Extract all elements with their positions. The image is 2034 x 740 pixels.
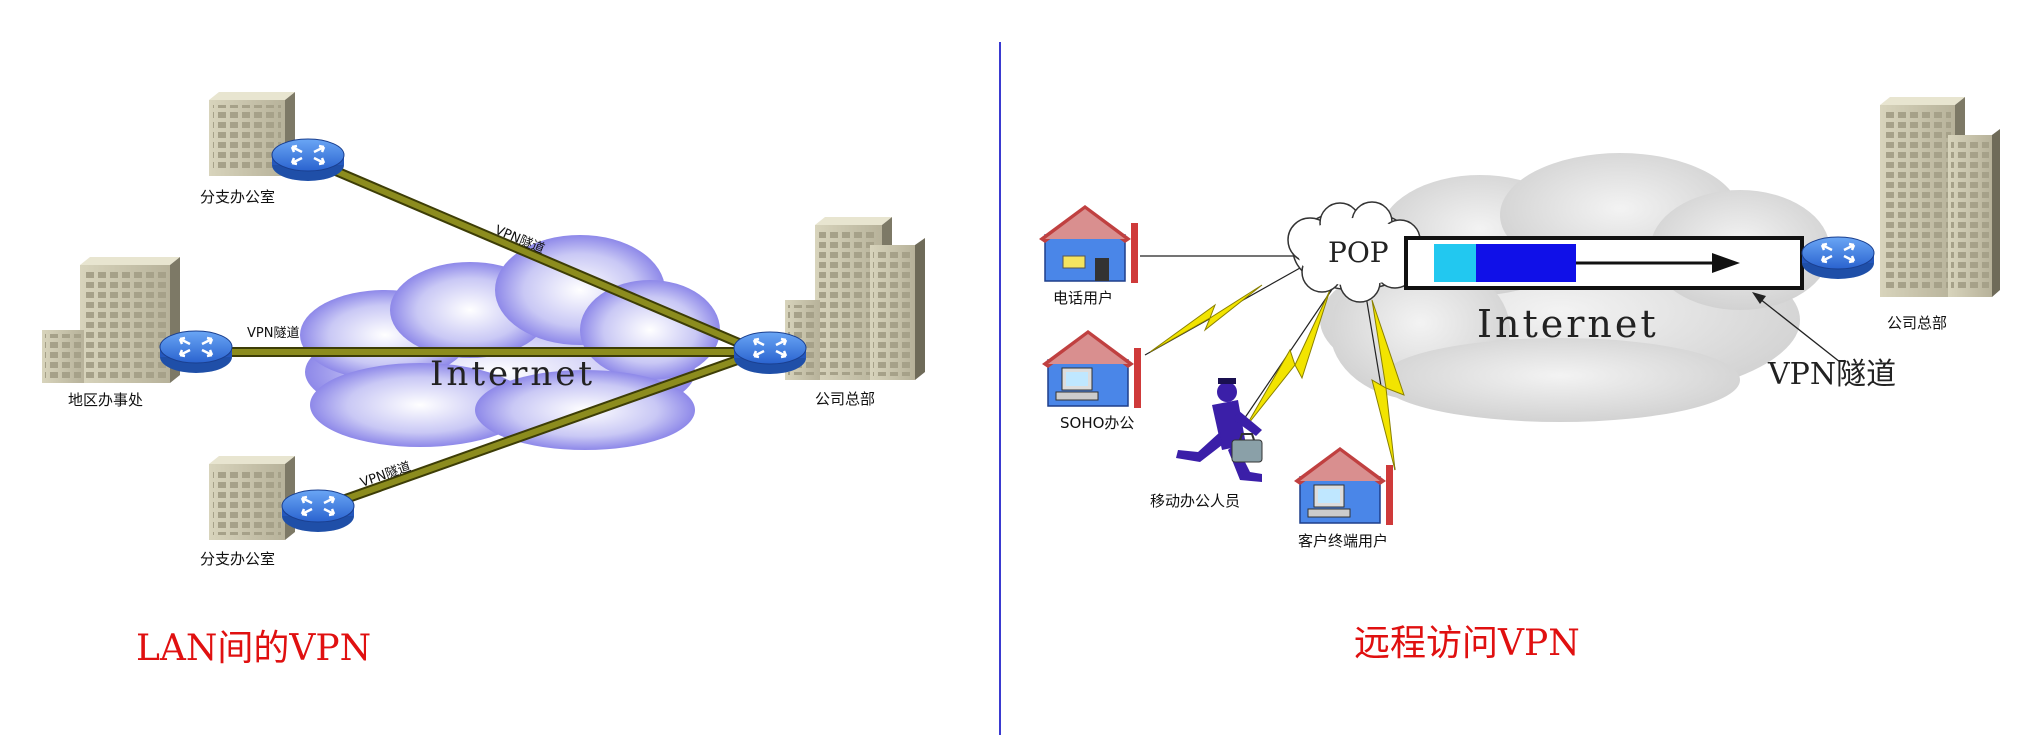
internet-cloud-left (300, 235, 720, 450)
branch-office-top-label: 分支办公室 (200, 188, 275, 206)
building-icon (209, 456, 295, 540)
right-caption: 远程访问VPN (1354, 623, 1580, 664)
pop-label: POP (1328, 236, 1389, 269)
vpn-tunnel-label-middle: VPN隧道 (247, 325, 299, 341)
building-icon (785, 217, 925, 380)
phone-user-label: 电话用户 (1053, 289, 1113, 307)
branch-office-bottom: 分支办公室 (200, 456, 356, 568)
branch-office-top: 分支办公室 (200, 92, 346, 206)
left-caption: LAN间的VPN (136, 628, 371, 669)
building-icon (42, 257, 180, 383)
running-person-icon (1176, 378, 1262, 482)
router-icon (158, 329, 234, 375)
briefcase-icon (1231, 433, 1263, 463)
phone-user: 电话用户 (1038, 204, 1139, 307)
headquarters-left-label: 公司总部 (815, 390, 875, 408)
house-icon (1038, 204, 1139, 284)
tunnel-pointer-line (1754, 294, 1841, 363)
router-icon (1800, 235, 1876, 281)
vpn-tunnel-label-right: VPN隧道 (1767, 357, 1896, 392)
internet-label-left: Internet (430, 354, 595, 394)
left-panel: Internet VPN隧道 VPN隧道 VPN隧道 分支办公室 (42, 92, 925, 669)
building-icon (209, 92, 295, 176)
vpn-tunnel-tube (1404, 236, 1804, 290)
soho-office: SOHO办公 (1041, 329, 1142, 432)
router-icon (270, 137, 346, 183)
regional-office: 地区办事处 (42, 257, 234, 409)
phone-icon (1062, 255, 1086, 269)
mobile-worker-label: 移动办公人员 (1150, 492, 1240, 510)
wireless-links (1149, 284, 1405, 471)
branch-office-bottom-label: 分支办公室 (200, 550, 275, 568)
building-icon (1880, 97, 2000, 297)
pop-cloud: POP (1287, 201, 1421, 303)
headquarters-left: 公司总部 (732, 217, 925, 408)
client-user-label: 客户终端用户 (1298, 532, 1388, 550)
soho-office-label: SOHO办公 (1060, 414, 1134, 432)
lightning-icon (1149, 284, 1263, 353)
internet-label-right: Internet (1477, 302, 1659, 346)
right-panel: POP Internet VPN隧道 电话用户 (1038, 97, 2000, 664)
lightning-icon (1371, 299, 1405, 471)
computer-icon (1055, 367, 1099, 401)
mobile-worker: 移动办公人员 (1150, 378, 1263, 510)
router-icon (732, 330, 808, 376)
regional-office-label: 地区办事处 (68, 391, 143, 409)
client-user: 客户终端用户 (1293, 446, 1394, 550)
computer-icon (1307, 484, 1351, 518)
headquarters-right: 公司总部 (1800, 97, 2000, 332)
headquarters-right-label: 公司总部 (1887, 314, 1947, 332)
router-icon (280, 488, 356, 534)
